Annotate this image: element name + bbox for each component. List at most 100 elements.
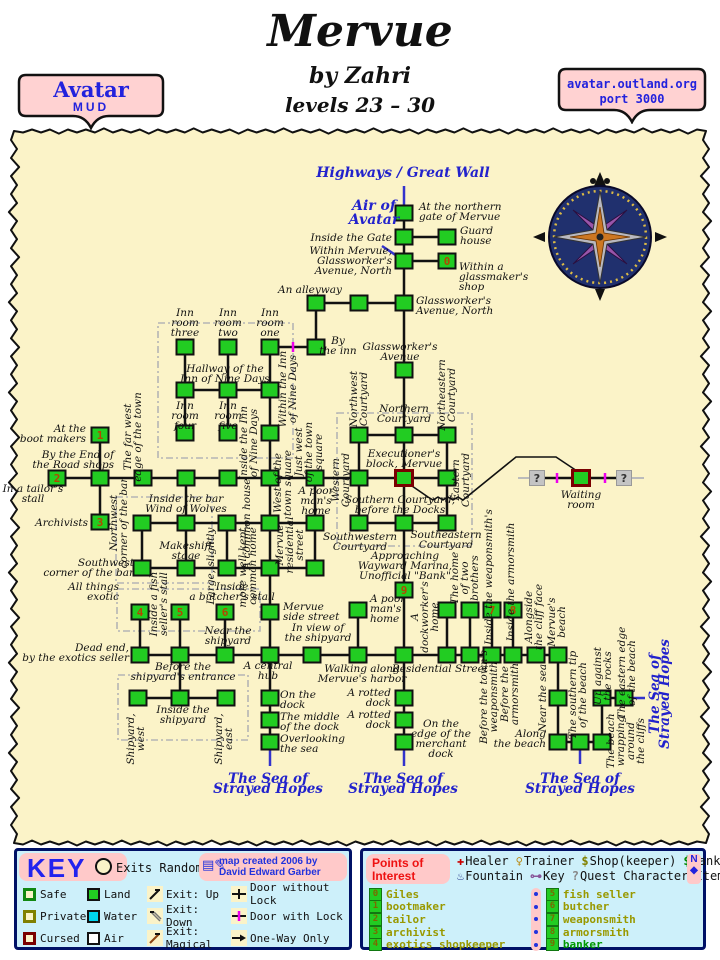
- map-label: Courtyard: [460, 453, 472, 508]
- map-label: Northwest: [348, 370, 360, 428]
- map-room: [482, 646, 502, 664]
- map-room: [306, 294, 326, 312]
- map-label: of two: [459, 561, 471, 594]
- map-room: [133, 469, 153, 487]
- map-room: [260, 689, 280, 707]
- map-label: armorsmith: [509, 663, 521, 725]
- map-room: [175, 424, 195, 442]
- map-room: [90, 426, 110, 444]
- quest-mark: ?: [534, 472, 540, 485]
- map-label: beach: [556, 606, 568, 638]
- server-address-badge: avatar.outland.org port 3000: [557, 67, 707, 124]
- area-boundary: [116, 588, 261, 632]
- map-label: edge of the town: [132, 392, 144, 482]
- map-label: Inside the armorsmith: [505, 523, 517, 643]
- map-label: Just west: [293, 427, 305, 479]
- quest-room: [529, 470, 545, 486]
- avatar-mud-badge: Avatar MUD: [17, 73, 165, 130]
- shop-number: 5: [177, 606, 184, 619]
- land-terrain-icon: [87, 887, 100, 901]
- key-icon: ⊶: [530, 869, 543, 883]
- poi-divider: [531, 888, 541, 951]
- cursed-room: [571, 469, 591, 487]
- badge-avatar-text: Avatar: [52, 77, 130, 102]
- map-label: brothers: [469, 555, 481, 601]
- map-room: [260, 381, 280, 399]
- map-label: seller's stall: [158, 572, 170, 636]
- map-label: Archivists: [34, 517, 89, 529]
- map-room: [570, 733, 590, 751]
- cursed-room-icon: [23, 931, 36, 945]
- map-room: [394, 361, 414, 379]
- map-room: [218, 469, 238, 487]
- map-room: [217, 559, 237, 577]
- compass-rose-icon: [533, 172, 667, 301]
- map-room: [437, 426, 457, 444]
- map-room: [216, 689, 236, 707]
- map-room: [592, 733, 612, 751]
- shop-number: 7: [489, 604, 496, 617]
- shop-number: 0: [444, 255, 451, 268]
- map-room: [349, 294, 369, 312]
- map-room: [215, 603, 235, 621]
- map-label: The far west: [122, 403, 134, 470]
- map-label: Strayed Hopes: [657, 639, 673, 749]
- page-title: Mervue: [267, 6, 453, 57]
- map-label: Large, slightly: [205, 526, 217, 605]
- map-room: [305, 514, 325, 532]
- private-room-icon: [23, 909, 36, 923]
- map-label: of the town: [303, 422, 315, 483]
- level-range: levels 23 – 30: [284, 93, 436, 117]
- lock-icon: [231, 908, 247, 924]
- map-room: [349, 514, 369, 532]
- server-host-text: avatar.outland.org: [567, 77, 697, 91]
- map-label: Southern Courtyard,before the Docks: [345, 494, 455, 516]
- map-room: [394, 426, 414, 444]
- map-room: [394, 294, 414, 312]
- shop-number: 3: [97, 516, 104, 529]
- map-room: [176, 559, 196, 577]
- map-label: Courtyard: [358, 372, 370, 427]
- map-room: [305, 559, 325, 577]
- map-room: [132, 514, 152, 532]
- map-room: [348, 601, 368, 619]
- map-label: Northeastern: [436, 359, 448, 432]
- map-room: [394, 204, 414, 222]
- shop-number-icon: 5: [545, 887, 559, 901]
- header: Mervue by Zahri levels 23 – 30: [0, 0, 720, 117]
- map-label: of the beach: [577, 662, 589, 728]
- map-label: square: [313, 434, 325, 470]
- map-label: Shipyard,: [125, 713, 137, 764]
- points-of-interest-panel: Points of Interest ✚Healer♀Trainer$Shop(…: [360, 848, 720, 952]
- map-room: [305, 469, 325, 487]
- map-room: [170, 689, 190, 707]
- shop-number-icon: 1: [369, 900, 382, 914]
- server-port-text: port 3000: [599, 92, 664, 106]
- map-label: The eastern edge: [616, 627, 628, 720]
- map-label: A: [409, 613, 421, 622]
- trainer-icon: ♀: [515, 854, 523, 868]
